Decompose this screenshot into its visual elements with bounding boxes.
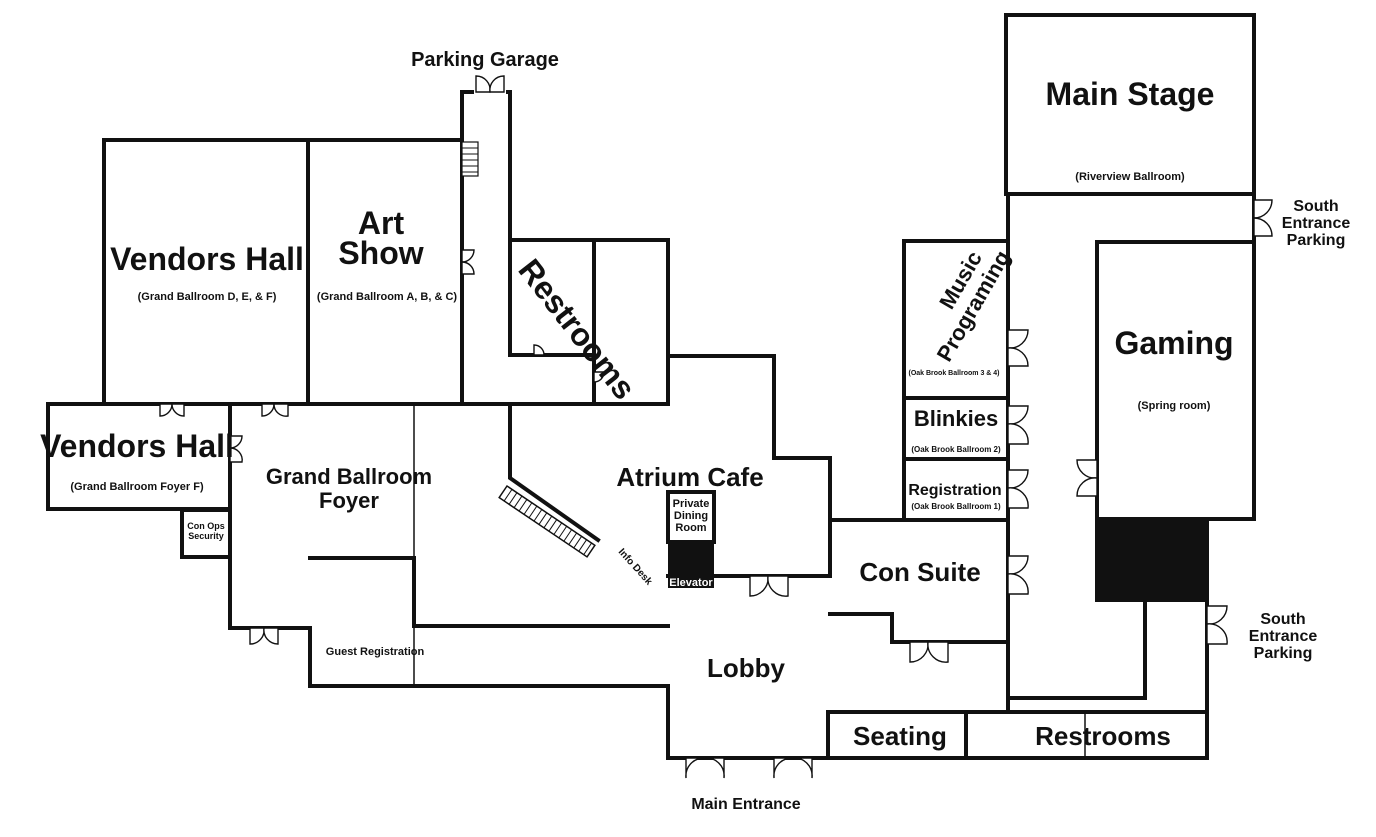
gaming-label: Gaming (1114, 325, 1233, 361)
con-ops-label-1: Con Ops (187, 521, 225, 531)
vendors-hall-foyer-sub: (Grand Ballroom Foyer F) (70, 481, 204, 493)
art-show-room (306, 138, 464, 406)
restrooms-lower-label: Restrooms (1035, 721, 1171, 751)
atrium-cafe-label: Atrium Cafe (616, 462, 763, 492)
music-sub: (Oak Brook Ballroom 3 & 4) (908, 370, 999, 377)
gaming-sub: (Spring room) (1138, 400, 1211, 412)
grand-ballroom-foyer-label-1: Grand Ballroom (266, 464, 432, 489)
restrooms-lower-room (964, 710, 1209, 760)
vendors-hall-foyer-room (46, 402, 232, 511)
music-room (902, 239, 1010, 400)
walls (46, 13, 1256, 760)
registration-sub: (Oak Brook Ballroom 1) (911, 502, 1001, 511)
stairs-escalator (461, 141, 596, 558)
main-entrance-label: Main Entrance (691, 796, 800, 813)
main-stage-label: Main Stage (1046, 76, 1215, 112)
vendors-hall-sub: (Grand Ballroom D, E, & F) (138, 291, 277, 303)
elevator-label: Elevator (669, 577, 713, 589)
labels: Parking Garage Vendors Hall (Grand Ballr… (40, 49, 1350, 813)
grand-ballroom-foyer-label-2: Foyer (319, 488, 379, 513)
art-show-label-1: Art (358, 205, 405, 241)
blinkies-label: Blinkies (914, 406, 998, 431)
main-stage-sub: (Riverview Ballroom) (1075, 171, 1185, 183)
con-ops-label-2: Security (188, 531, 224, 541)
parking-garage-label: Parking Garage (411, 49, 559, 71)
south-entrance-lower-1: South (1260, 611, 1305, 628)
restrooms-upper-left (508, 238, 596, 357)
vendors-hall-label: Vendors Hall (110, 241, 304, 277)
vendors-hall-foyer-label: Vendors Hall (40, 428, 234, 464)
private-dining-label-1: Private (673, 498, 710, 510)
lobby-label: Lobby (707, 653, 786, 683)
art-show-label-2: Show (338, 235, 423, 271)
private-dining-label-2: Dining (674, 510, 708, 522)
south-entrance-upper-2: Entrance (1282, 215, 1351, 232)
con-ops-room (180, 508, 232, 559)
gaming-room (1095, 240, 1256, 521)
gaming-storage-block (1095, 519, 1209, 602)
doors (159, 75, 1273, 779)
south-entrance-upper-1: South (1293, 198, 1338, 215)
guest-registration-label: Guest Registration (326, 646, 425, 658)
restrooms-upper-right (592, 238, 670, 406)
registration-label: Registration (908, 482, 1001, 499)
south-entrance-upper-3: Parking (1287, 232, 1346, 249)
main-stage-room (1004, 13, 1256, 196)
seating-label: Seating (853, 721, 947, 751)
art-show-sub: (Grand Ballroom A, B, & C) (317, 291, 457, 303)
con-suite-label: Con Suite (859, 557, 980, 587)
south-entrance-lower-3: Parking (1254, 645, 1313, 662)
south-entrance-lower-2: Entrance (1249, 628, 1318, 645)
elevator-shaft (668, 542, 714, 588)
info-desk-label: Info Desk (616, 547, 655, 588)
vendors-hall-room (102, 138, 310, 406)
private-dining-room (666, 490, 716, 544)
blinkies-sub: (Oak Brook Ballroom 2) (911, 445, 1001, 454)
private-dining-label-3: Room (675, 522, 706, 534)
